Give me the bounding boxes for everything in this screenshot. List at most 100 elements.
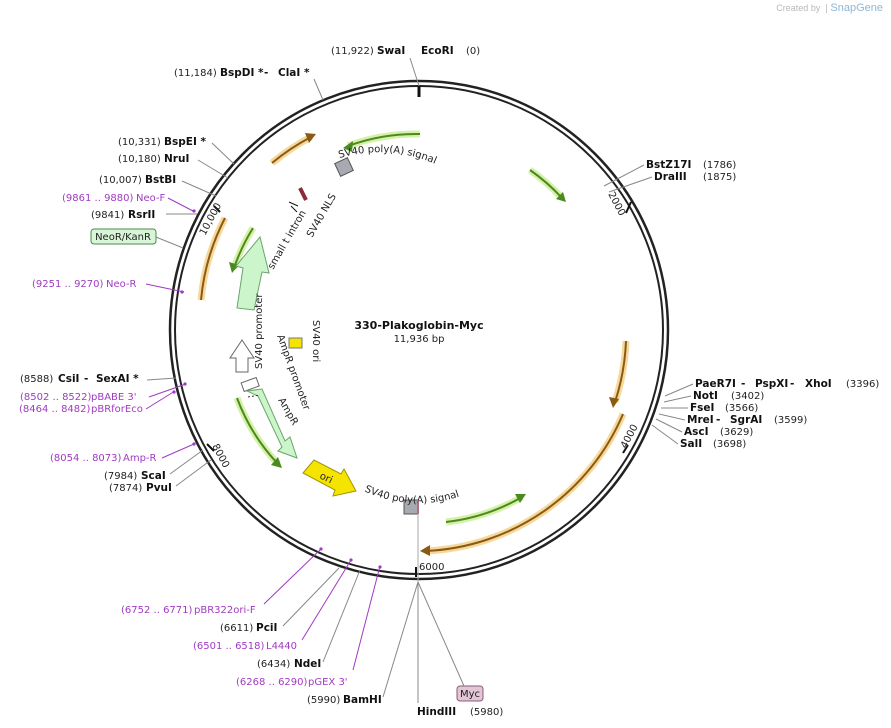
feature-sv40-polya-top: SV40 poly(A) signal [337, 144, 438, 166]
tick-10000-mark [213, 205, 221, 213]
site-nrui: (10,180) NruI [118, 153, 229, 179]
orf-orange-left [197, 216, 229, 301]
site-bspei-name: BspEI * [164, 136, 207, 148]
site-bspei: (10,331) BspEI * [118, 136, 235, 165]
site-xhoi-name: XhoI [805, 378, 832, 390]
sv40-promoter-outline-arrow [229, 339, 255, 373]
site-sali-name: SalI [680, 438, 702, 450]
site-ndei-name: NdeI [294, 658, 321, 670]
site-scai: (7984) ScaI [104, 449, 204, 482]
primer-pbrforeco: (8464 .. 8482) pBRforEco [19, 390, 176, 415]
feature-sv40-polya-bottom: SV40 poly(A) signal [363, 484, 461, 506]
site-csii-name: CsiI [58, 373, 79, 385]
site-pvui: (7874) PvuI [109, 459, 212, 494]
site-rsrii-name: RsrII [128, 209, 155, 221]
map-title: 330-Plakoglobin-Myc [354, 319, 483, 332]
feature-small-t-intron: small t intron [266, 209, 309, 272]
site-fsei: FseI (3566) [661, 402, 758, 414]
site-csii-coord: (8588) [20, 374, 53, 385]
site-pvui-coord: (7874) [109, 483, 142, 494]
primer-dot-pbr322ori [319, 547, 323, 551]
site-bspdi-clai: (11,184) BspDI * - ClaI * [174, 67, 324, 101]
site-hindiii-coord: (5980) [470, 707, 503, 718]
site-rsrii-coord: (9841) [91, 210, 124, 221]
site-paer7i-sep: - [741, 378, 745, 390]
primer-dot-pgex [378, 565, 382, 569]
small-t-intron-mark2 [290, 205, 298, 213]
polya-top-box [334, 157, 354, 177]
site-asci: AscI (3629) [655, 418, 753, 438]
primer-pbr322ori-f: (6752 .. 6771) pBR322ori-F [121, 547, 323, 616]
primer-neo-r-coord: (9251 .. 9270) [32, 279, 104, 290]
site-pspxi-sep: - [790, 378, 794, 390]
map-size: 11,936 bp [394, 334, 445, 345]
snapgene-credit: Created by ❘SnapGene [776, 2, 883, 14]
primer-neo-f-coord: (9861 .. 9880) [62, 193, 134, 204]
ampr-arrow [245, 388, 298, 459]
site-pcii: (6611) PciI [220, 567, 340, 634]
tick-label-2000: 2000 [605, 190, 627, 218]
site-pcii-coord: (6611) [220, 623, 253, 634]
primer-amp-r: (8054 .. 8073) Amp-R [50, 443, 195, 464]
feature-ori: ori [318, 471, 334, 486]
site-swai-coord: (11,922) [331, 46, 374, 57]
site-clai-name: ClaI * [278, 67, 310, 79]
site-scai-coord: (7984) [104, 471, 137, 482]
primer-neo-f: (9861 .. 9880) Neo-F [62, 193, 194, 212]
site-pspxi-name: PspXI [755, 378, 788, 390]
site-mrei-coord: (3599) [774, 415, 807, 426]
primer-neo-r-name: Neo-R [106, 279, 137, 290]
site-mrei-sgrai: MreI - SgrAI (3599) [658, 413, 807, 426]
site-ecori-name: EcoRI [421, 45, 454, 57]
site-rsrii: (9841) RsrII [91, 209, 197, 221]
orf-green-top [343, 130, 421, 152]
primer-dot-l4440 [349, 558, 353, 562]
site-ndei-coord: (6434) [257, 659, 290, 670]
site-mrei-name: MreI [687, 414, 714, 426]
primer-pgex-name: pGEX 3' [308, 677, 348, 688]
sv40-ori-box [288, 337, 303, 349]
credit-brand: SnapGene [830, 2, 883, 14]
primer-dot-pbabe [183, 382, 187, 386]
site-bspei-coord: (10,331) [118, 137, 161, 148]
primer-amp-r-coord: (8054 .. 8073) [50, 453, 122, 464]
site-mrei-sep: - [716, 414, 720, 426]
site-bstz17i: BstZ17I (1786) [603, 159, 736, 187]
ampr-promoter-block [240, 376, 260, 393]
site-bspdi-name: BspDI * [220, 67, 264, 79]
site-fsei-name: FseI [690, 402, 714, 414]
primer-amp-r-name: Amp-R [123, 453, 157, 464]
orf-orange-bottom-right [420, 412, 627, 556]
primer-pgex-3: (6268 .. 6290) pGEX 3' [236, 565, 381, 688]
site-bspdi-sep: - [264, 67, 268, 79]
feature-sv40-nls: SV40 NLS [305, 192, 339, 240]
primer-pbrforeco-name: pBRforEco [91, 404, 143, 415]
site-bstz17i-coord: (1786) [703, 160, 736, 171]
site-bspdi-coord: (11,184) [174, 68, 217, 79]
site-pvui-name: PvuI [146, 482, 172, 494]
small-t-intron-mark1 [288, 201, 299, 207]
site-hindiii: HindIII (5980) [417, 582, 503, 718]
site-paer7i-pspxi-xhoi: PaeR7I - PspXI - XhoI (3396) [664, 378, 879, 397]
site-pcii-name: PciI [256, 622, 277, 634]
primer-dot-amp-r [192, 442, 196, 446]
orf-orange-right [609, 340, 630, 408]
primer-neo-f-name: Neo-F [136, 193, 166, 204]
snapgene-logo-icon: ❘ [822, 3, 831, 13]
orf-green-bottom [445, 493, 526, 526]
feature-ampr: AmpR [275, 396, 299, 427]
site-noti-name: NotI [693, 390, 718, 402]
feature-sv40-ori: SV40 ori [310, 320, 321, 362]
site-bstbi: (10,007) BstBI [99, 174, 217, 197]
primer-dot-neo-f [192, 209, 196, 213]
site-sgrai-name: SgrAI [730, 414, 762, 426]
site-swai-name: SwaI [377, 45, 405, 57]
tick-label-4000: 4000 [619, 423, 641, 451]
tick-label-8000: 8000 [209, 442, 231, 470]
site-scai-name: ScaI [141, 470, 166, 482]
site-nrui-name: NruI [164, 153, 189, 165]
backbone-outer [168, 79, 670, 581]
primer-dot-pbrforeco [172, 390, 176, 394]
site-ndei: (6434) NdeI [257, 569, 361, 670]
